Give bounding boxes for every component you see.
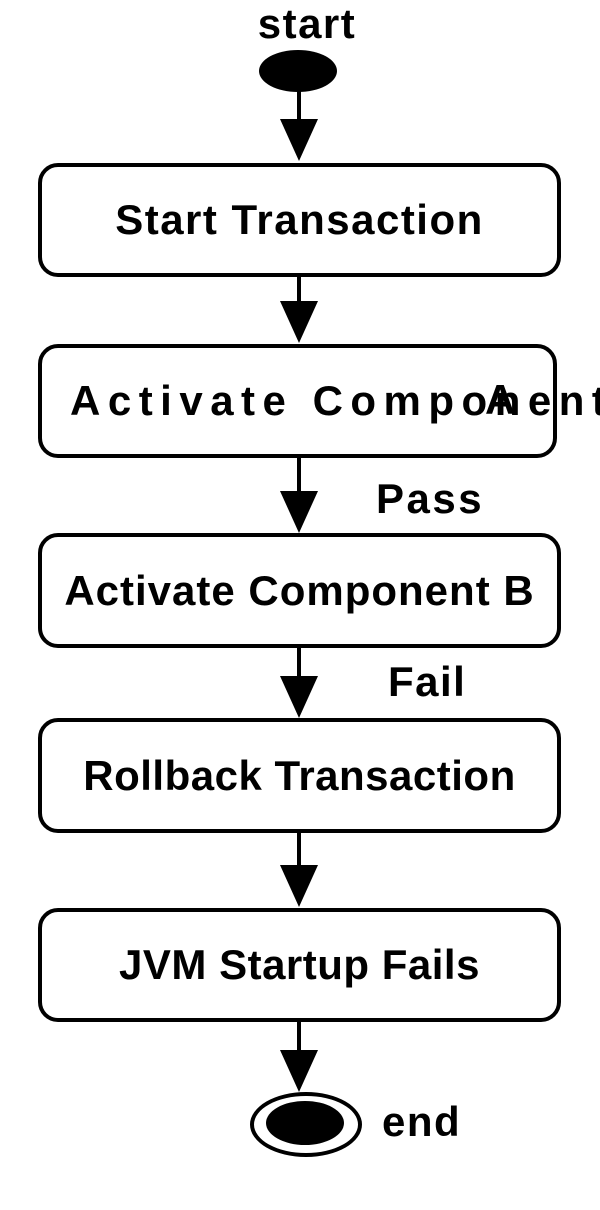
- start-label: start: [257, 0, 357, 47]
- node-jvm-startup-fails: JVM Startup Fails: [38, 908, 561, 1022]
- end-label: end: [382, 1098, 462, 1145]
- edge-n2-n3-line: [297, 458, 301, 494]
- edge-n5-end-line: [297, 1022, 301, 1053]
- edge-n5-end-arrowhead-icon: [280, 1050, 318, 1092]
- edge-label-pass: Pass: [376, 475, 485, 522]
- node-start-transaction: Start Transaction: [38, 163, 561, 277]
- edge-n3-n4-arrowhead-icon: [280, 676, 318, 718]
- node-activate-component-a-label: Activate Component: [70, 377, 600, 424]
- node-activate-component-b-label: Activate Component B: [64, 566, 535, 614]
- node-activate-component-a-overlap-letter: A: [485, 376, 516, 423]
- end-node-inner-dot: [266, 1101, 344, 1145]
- node-rollback-transaction: Rollback Transaction: [38, 718, 561, 833]
- edge-n1-n2-line: [297, 277, 301, 304]
- edge-label-fail: Fail: [388, 658, 467, 705]
- edge-start-n1-line: [297, 91, 301, 121]
- node-activate-component-a: Activate Component A: [38, 344, 600, 458]
- edge-n4-n5-line: [297, 833, 301, 868]
- edge-n2-n3-arrowhead-icon: [280, 491, 318, 533]
- node-rollback-transaction-label: Rollback Transaction: [83, 751, 516, 799]
- node-start-transaction-label: Start Transaction: [115, 196, 484, 243]
- edge-n3-n4-line: [297, 648, 301, 679]
- start-node-ellipse: [259, 50, 337, 92]
- node-activate-component-b: Activate Component B: [38, 533, 561, 648]
- edge-n1-n2-arrowhead-icon: [280, 301, 318, 343]
- end-node-outer-ring: [250, 1092, 362, 1157]
- edge-start-n1-arrowhead-icon: [280, 119, 318, 161]
- edge-n4-n5-arrowhead-icon: [280, 865, 318, 907]
- node-jvm-startup-fails-label: JVM Startup Fails: [119, 941, 480, 988]
